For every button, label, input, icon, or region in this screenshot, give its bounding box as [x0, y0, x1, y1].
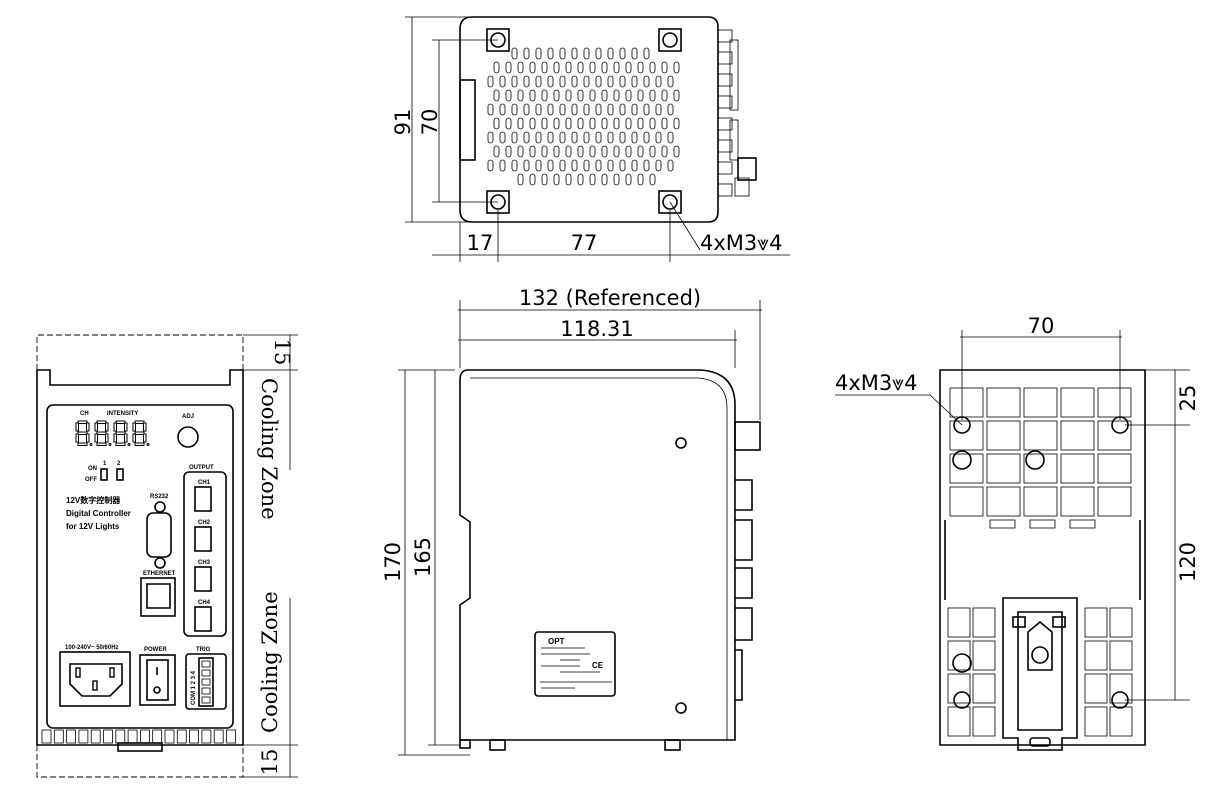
- dim-rear-70: 70: [1028, 314, 1055, 338]
- dim-77: 77: [571, 231, 598, 255]
- fin: [78, 729, 89, 744]
- label-ch2: CH2: [198, 520, 211, 526]
- product-title-cn: 12V数字控制器: [66, 495, 121, 505]
- label-power: POWER: [144, 647, 167, 653]
- label-ch: CH: [80, 411, 89, 417]
- power-inlet: [59, 651, 131, 707]
- product-subtitle-en: for 12V Lights: [66, 522, 120, 531]
- fin: [41, 729, 52, 744]
- fin: [127, 729, 138, 744]
- fin: [115, 729, 126, 744]
- label-trig: TRIG: [196, 647, 211, 653]
- dip-switch-2[interactable]: [116, 468, 124, 481]
- dim-91: 91: [391, 109, 415, 136]
- ce-mark: CE: [592, 661, 604, 670]
- side-view: OPT CE 132 (Referenced) 118.31 170 165: [381, 286, 762, 756]
- label-output: OUTPUT: [189, 465, 214, 471]
- top-view: 91 70 17 77 4xM3⩔4: [391, 16, 790, 262]
- trig-pin: [201, 669, 211, 677]
- dim-total-height: 170: [381, 542, 405, 582]
- label-brand: OPT: [548, 637, 565, 646]
- label-ethernet: ETHERNET: [143, 571, 176, 577]
- dip-switch-1[interactable]: [100, 468, 108, 481]
- trig-pin: [201, 660, 211, 668]
- label-intensity: INTENSITY: [107, 411, 138, 417]
- fin: [152, 729, 163, 744]
- label-ch3: CH3: [198, 560, 211, 566]
- label-trig-pins: COM 1 2 3 4: [191, 670, 197, 705]
- fin: [103, 729, 113, 744]
- output-connector: [194, 486, 212, 512]
- trig-pin: [201, 678, 211, 686]
- dim-total-length: 132 (Referenced): [519, 286, 701, 310]
- digit: [113, 420, 131, 446]
- fin: [213, 729, 224, 744]
- trig-pin: [201, 696, 211, 704]
- product-title-en: Digital Controller: [66, 509, 131, 518]
- product-label: OPT CE: [534, 631, 616, 697]
- vent-slots: [487, 47, 680, 186]
- fin: [226, 729, 236, 744]
- label-off: OFF: [85, 477, 97, 483]
- dim-body-length: 118.31: [560, 317, 633, 341]
- power-switch[interactable]: [139, 654, 176, 706]
- fin: [139, 729, 150, 744]
- fin: [90, 729, 101, 744]
- trig-pin: [201, 687, 211, 695]
- label-ch4: CH4: [198, 600, 211, 606]
- cooling-zone-top: Cooling Zone: [257, 378, 281, 520]
- fin: [164, 729, 175, 744]
- din-clip: [1002, 597, 1078, 751]
- thread-note-rear: 4xM3⩔4: [835, 371, 917, 395]
- fin: [189, 729, 200, 744]
- fin: [201, 729, 212, 744]
- fin: [176, 729, 187, 744]
- ethernet-port: [140, 577, 176, 617]
- label-ch1: CH1: [198, 480, 211, 486]
- rear-mount-holes: [952, 416, 1129, 709]
- dim-cooling-bottom: 15: [258, 749, 282, 776]
- dim-body-height: 165: [411, 537, 435, 577]
- label-sw1: 1: [103, 461, 107, 467]
- dim-70: 70: [418, 109, 442, 136]
- output-connector: [194, 526, 212, 552]
- output-connector: [194, 566, 212, 592]
- output-connector: [194, 606, 212, 632]
- label-rs232: RS232: [150, 494, 169, 500]
- cooling-zone-bottom: Cooling Zone: [258, 591, 282, 733]
- label-sw2: 2: [117, 461, 121, 467]
- dim-cooling-top: 15: [270, 339, 294, 366]
- front-view: CH INTENSITY ADJ ON OFF 1 2 12V数字控制器 Dig…: [36, 334, 298, 778]
- seven-segment-display: [75, 420, 150, 446]
- fin: [53, 729, 64, 744]
- label-adj: ADJ: [182, 414, 194, 420]
- label-power-input: 100-240V~ 50/60Hz: [65, 645, 119, 651]
- thread-note-top: 4xM3⩔4: [700, 231, 782, 255]
- rs232-port: [146, 501, 172, 569]
- digit: [94, 420, 112, 446]
- fin: [66, 729, 76, 744]
- dim-rear-25: 25: [1176, 385, 1200, 412]
- adj-knob[interactable]: [177, 426, 199, 448]
- digit: [75, 420, 93, 446]
- dim-17: 17: [467, 231, 494, 255]
- digit: [132, 420, 150, 446]
- label-on: ON: [88, 466, 97, 472]
- rear-view: 70 25 120 4xM3⩔4: [835, 314, 1200, 751]
- dim-rear-120: 120: [1176, 542, 1200, 582]
